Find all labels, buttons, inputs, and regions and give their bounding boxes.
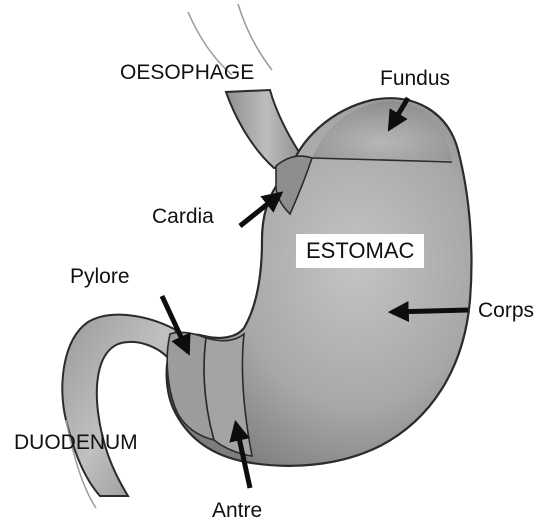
label-corps: Corps bbox=[478, 300, 534, 321]
label-pylore: Pylore bbox=[70, 266, 130, 287]
label-fundus: Fundus bbox=[380, 68, 450, 89]
label-antre: Antre bbox=[212, 500, 262, 521]
label-estomac: ESTOMAC bbox=[296, 234, 424, 268]
label-duodenum: DUODENUM bbox=[14, 432, 138, 453]
label-oesophage: OESOPHAGE bbox=[120, 62, 254, 83]
corps-arrow bbox=[392, 310, 468, 312]
label-cardia: Cardia bbox=[152, 206, 214, 227]
duodenum bbox=[62, 315, 176, 496]
